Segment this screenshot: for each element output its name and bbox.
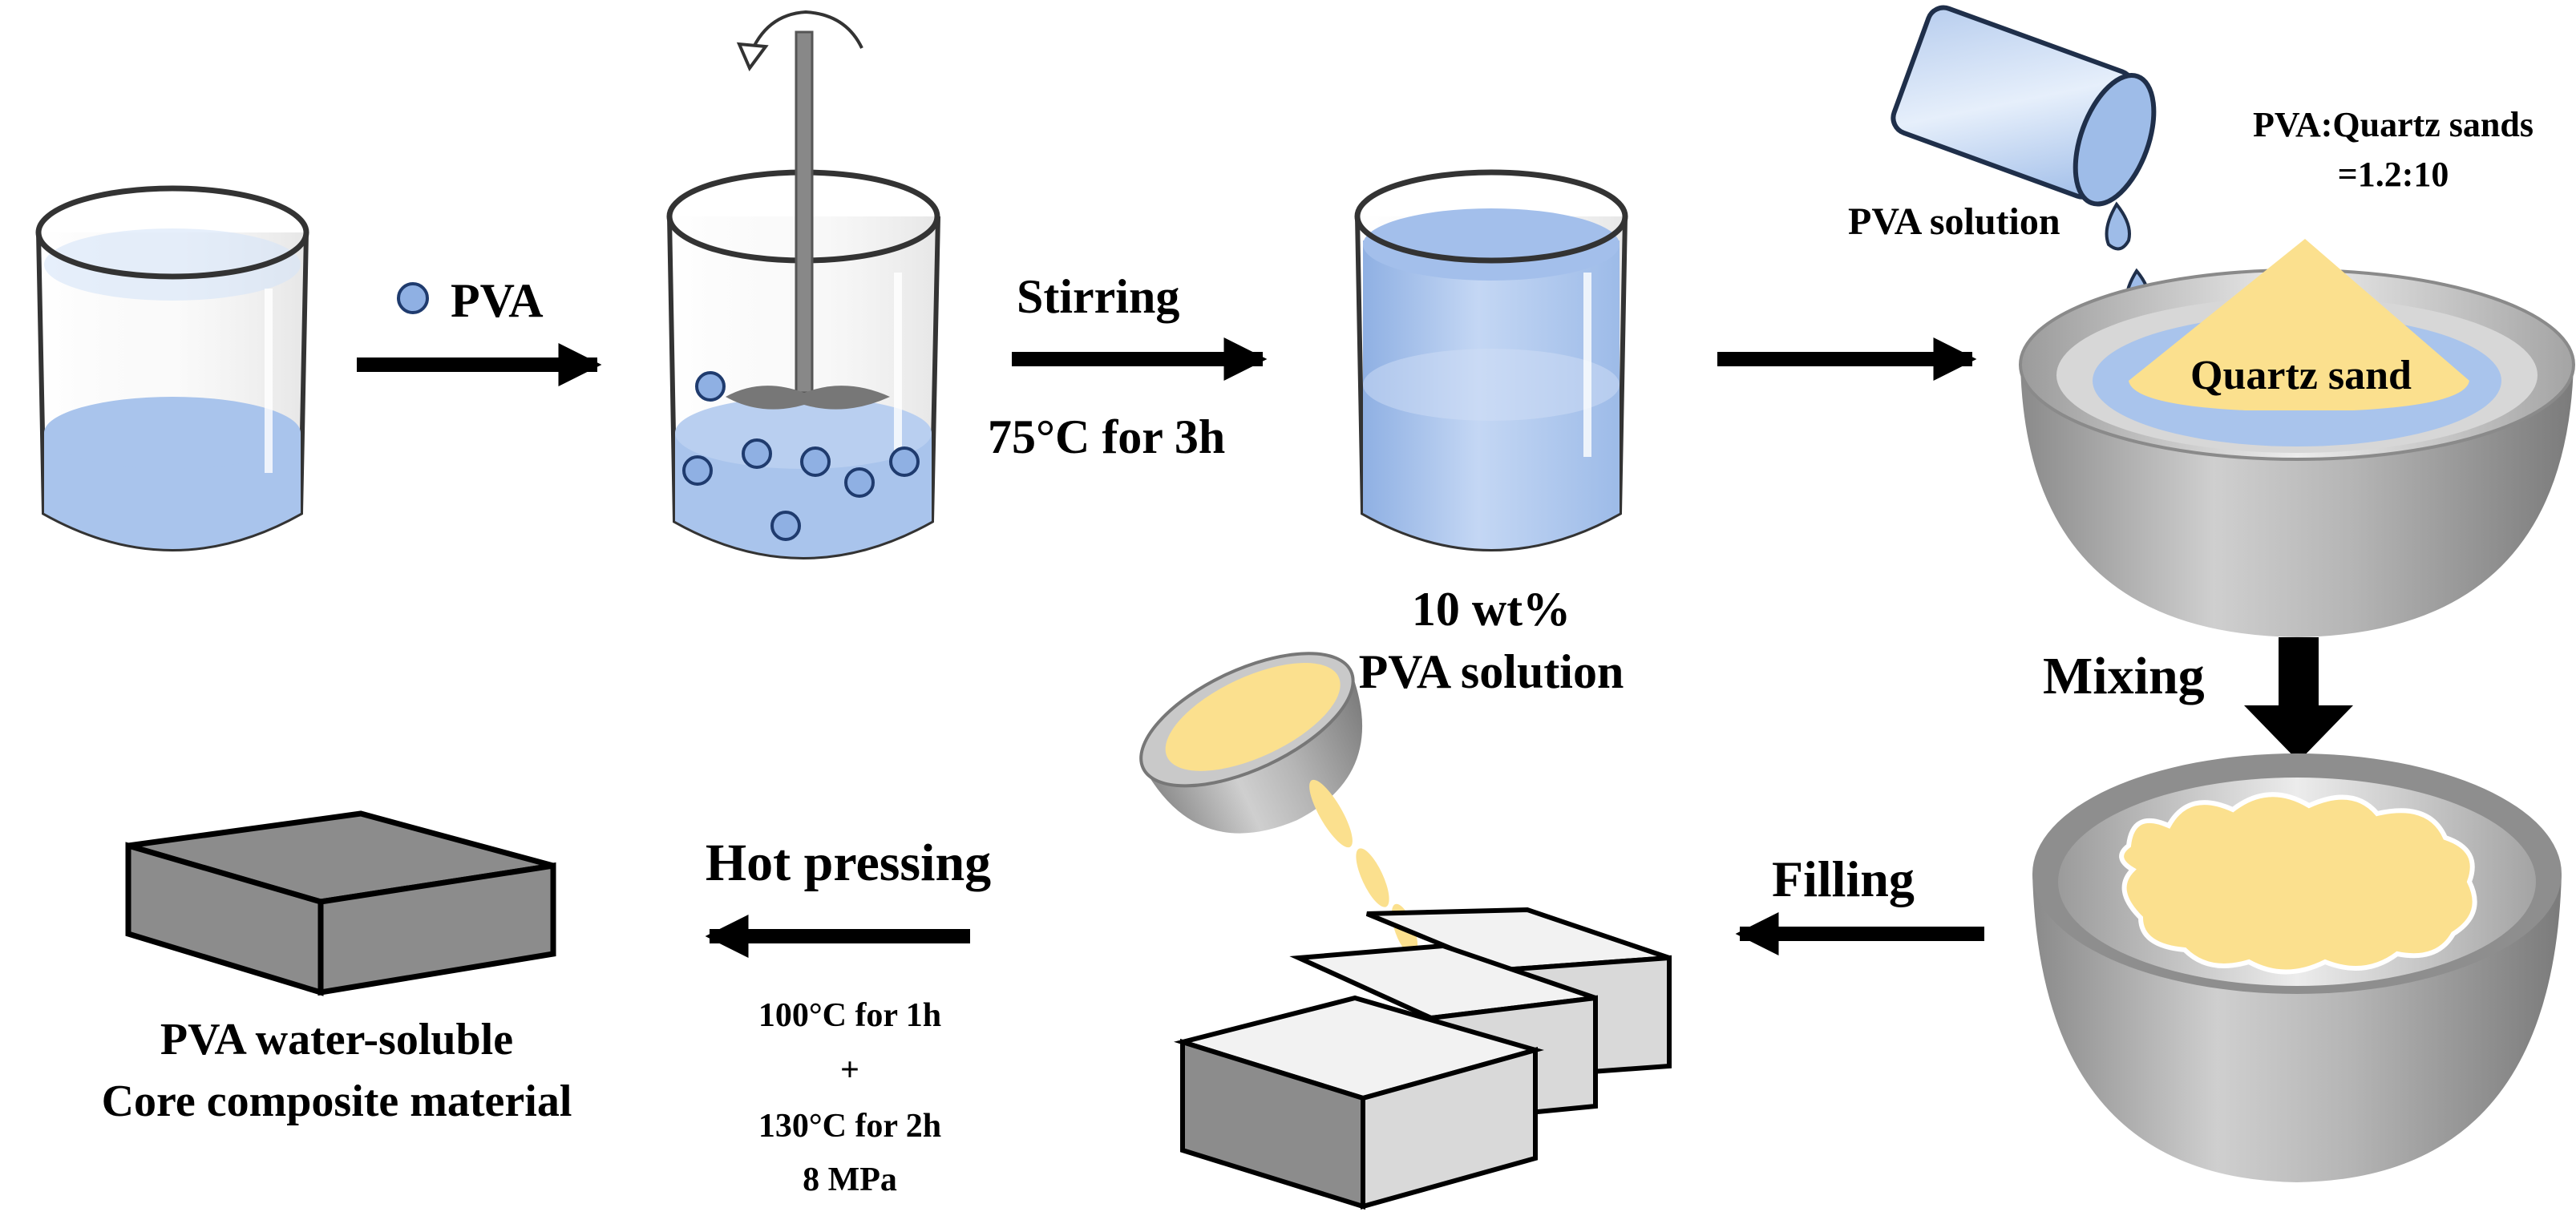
pressing-condition-line2: +: [840, 1052, 859, 1089]
pressing-condition-line3: 130°C for 2h: [758, 1108, 941, 1145]
solution-concentration-label: 10 wt%: [1412, 583, 1571, 636]
ratio-label-line1: PVA:Quartz sands: [2253, 105, 2534, 144]
pva-particle-icon: [397, 282, 429, 314]
hot-pressing-label: Hot pressing: [706, 834, 991, 892]
mixed-paste: [2119, 792, 2477, 975]
quartz-sand-pile: [2129, 239, 2469, 410]
pouring-beaker: [1891, 5, 2157, 207]
arrow-mixing: [2244, 637, 2353, 761]
mould-blocks: [1173, 907, 1672, 1210]
stirring-label: Stirring: [1017, 270, 1179, 323]
filling-label: Filling: [1772, 850, 1915, 907]
stirrer-rod: [726, 10, 890, 410]
ratio-label-line2: =1.2:10: [2338, 155, 2449, 194]
beaker-pva-solution: [1354, 169, 1628, 551]
pva-label: PVA: [451, 274, 544, 327]
pouring-bowl: [1139, 652, 1363, 834]
product-label-line1: PVA water-soluble: [160, 1015, 513, 1064]
quartz-sand-label: Quartz sand: [2190, 353, 2412, 398]
composite-block: [125, 810, 556, 996]
pressing-condition-line1: 100°C for 1h: [758, 997, 941, 1034]
beaker-water: [35, 185, 309, 551]
mixing-label: Mixing: [2043, 647, 2205, 705]
pva-particles: [682, 371, 920, 541]
pva-solution-label: PVA solution: [1848, 200, 2060, 243]
pressing-condition-line4: 8 MPa: [803, 1161, 897, 1198]
product-label-line2: Core composite material: [102, 1077, 572, 1126]
solution-name-label: PVA solution: [1359, 645, 1624, 698]
stirring-condition-label: 75°C for 3h: [988, 410, 1225, 463]
mixing-bowl: [2019, 269, 2575, 637]
